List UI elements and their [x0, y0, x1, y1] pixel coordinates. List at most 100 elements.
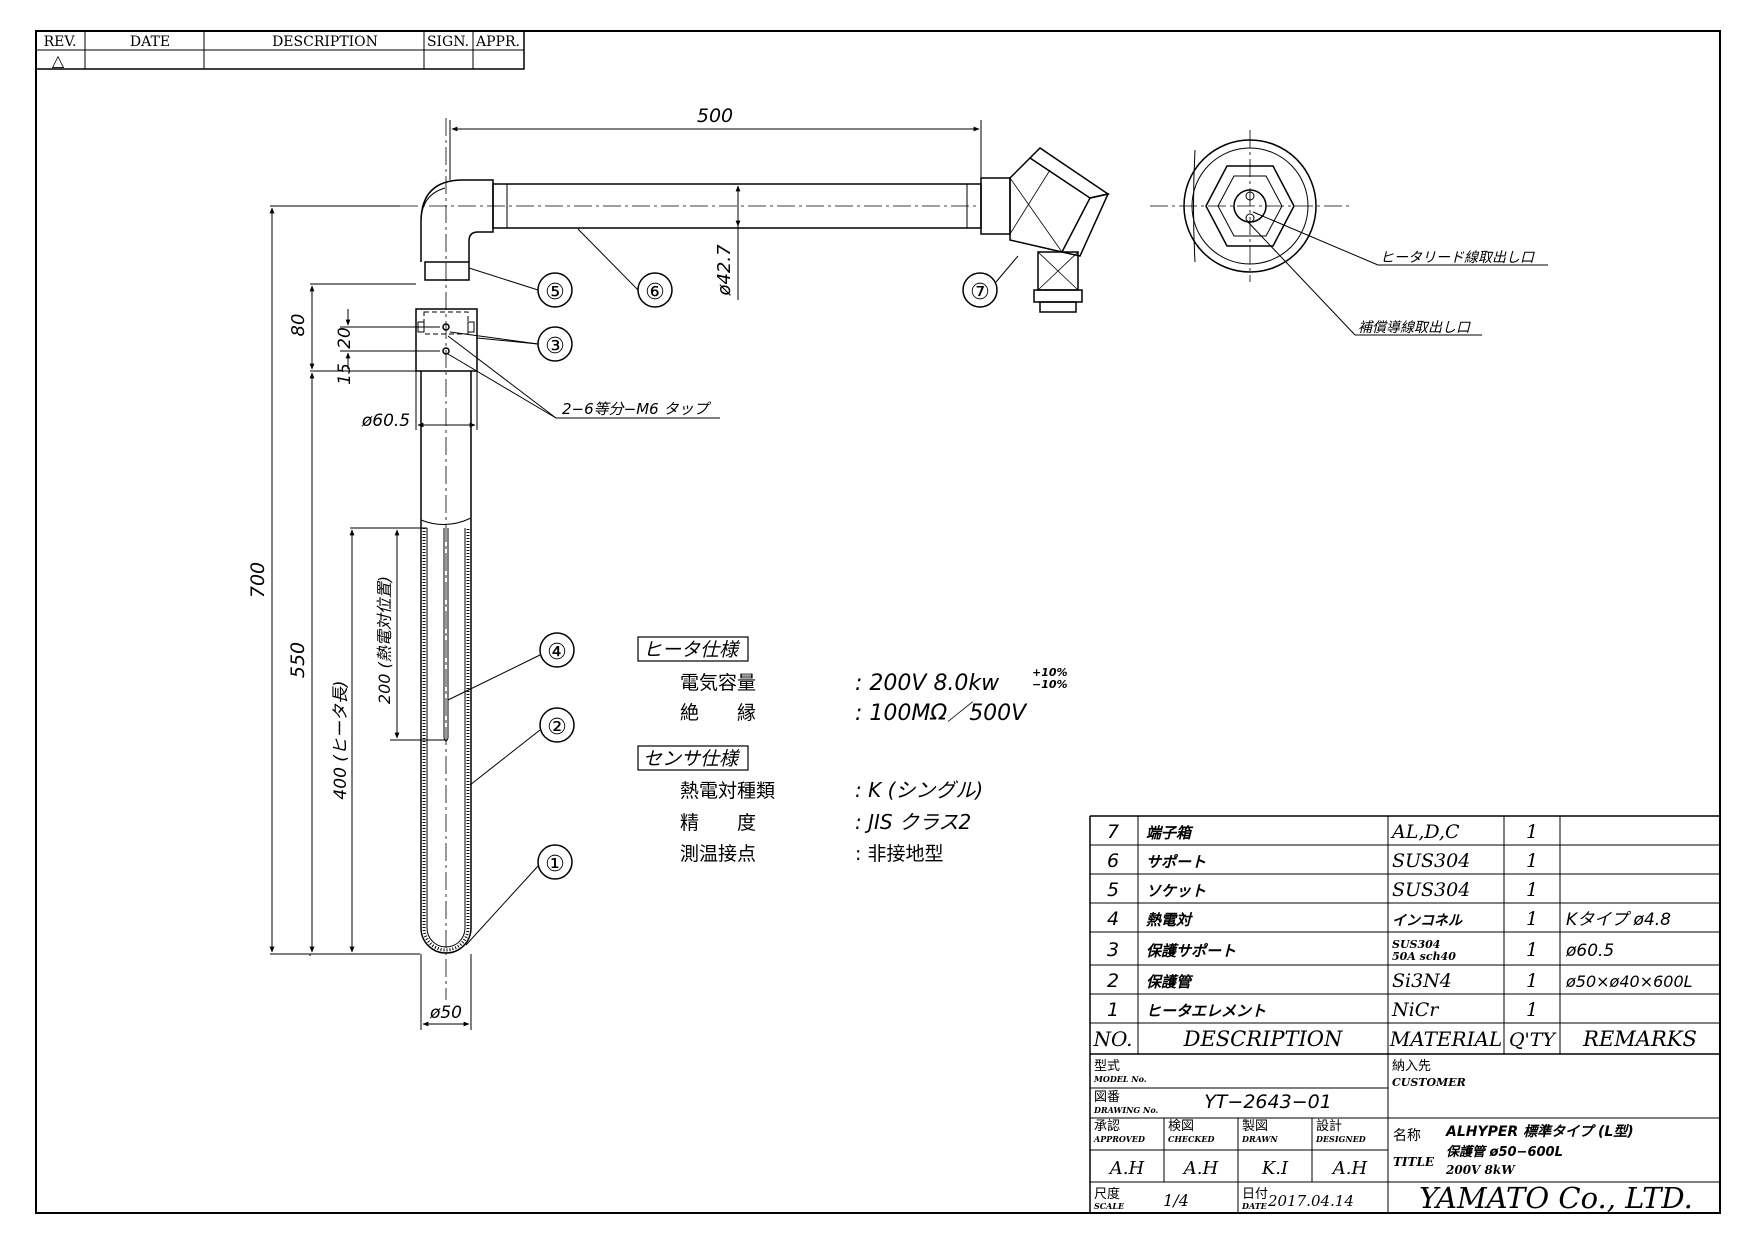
table-row: 4 熱電対 インコネル 1 Kタイプ ø4.8: [1107, 908, 1671, 930]
svg-text:インコネル: インコネル: [1392, 913, 1463, 929]
svg-text:1: 1: [1526, 970, 1538, 992]
checked-value: A.H: [1182, 1158, 1219, 1179]
dim-700: 700: [247, 562, 269, 598]
designed-label-jp: 設計: [1316, 1118, 1342, 1134]
svg-text:熱電対: 熱電対: [1145, 911, 1194, 929]
heater-spec: ヒータ仕様 電気容量 : 200V 8.0kw +10% −10% 絶 縁 : …: [637, 636, 1068, 726]
svg-text:5: 5: [1107, 879, 1119, 901]
parts-rows: 7 端子箱 AL,D,C 1 6 サポート SUS304 1 5 ソケット SU…: [1092, 821, 1696, 1051]
svg-text:NiCr: NiCr: [1391, 999, 1440, 1021]
svg-text:Kタイプ ø4.8: Kタイプ ø4.8: [1566, 910, 1671, 930]
drawing-number: YT−2643−01: [1204, 1091, 1332, 1113]
table-row: 5 ソケット SUS304 1: [1107, 879, 1538, 901]
svg-text:保護サポート: 保護サポート: [1146, 942, 1236, 960]
dimension-lines: [269, 120, 982, 1030]
tc-type-label: 熱電対種類: [680, 780, 775, 802]
socket: [424, 261, 470, 281]
drawn-value: K.I: [1261, 1158, 1289, 1179]
table-row: 3 保護サポート SUS304 50A sch40 1 ø60.5: [1107, 938, 1614, 963]
scale-value: 1/4: [1163, 1191, 1189, 1210]
callout-5: ⑤: [537, 272, 573, 308]
svg-text:1: 1: [1526, 879, 1538, 901]
dim-15: 15: [335, 363, 355, 385]
name-label-jp: 名称: [1393, 1128, 1421, 1144]
svg-text:端子箱: 端子箱: [1146, 824, 1194, 842]
scale-label-jp: 尺度: [1094, 1186, 1120, 1202]
checked-label-en: CHECKED: [1168, 1134, 1214, 1144]
dimension-texts: 500 ø42.7 700 80 20 15 ø60.5 550 400 (ヒー…: [247, 105, 735, 1023]
approved-label-en: APPROVED: [1093, 1134, 1145, 1144]
svg-text:③: ③: [545, 334, 565, 359]
dim-tube-outer-diameter: ø50: [429, 1003, 462, 1023]
svg-text:ø50×ø40×600L: ø50×ø40×600L: [1565, 972, 1693, 991]
sign-header: SIGN.: [427, 34, 469, 50]
callout-3: ③: [537, 326, 573, 362]
accuracy-label: 精 度: [680, 812, 756, 834]
title-line-1: ALHYPER 標準タイプ (L型): [1445, 1123, 1634, 1140]
comp-lead-outlet-note: 補償導線取出し口: [1358, 320, 1471, 336]
date-label-en: DATE: [1241, 1201, 1268, 1211]
drawing-label-en: DRAWING No.: [1093, 1105, 1159, 1115]
callout-2: ②: [539, 707, 575, 743]
svg-text:SUS304: SUS304: [1392, 938, 1440, 951]
drawing-frame: [35, 30, 1721, 1214]
svg-text:1: 1: [1526, 999, 1538, 1021]
svg-text:Q'TY: Q'TY: [1509, 1029, 1557, 1051]
table-row: 7 端子箱 AL,D,C 1: [1107, 821, 1538, 843]
svg-text:⑦: ⑦: [970, 280, 990, 305]
terminal-box: [980, 177, 1011, 235]
svg-text:SUS304: SUS304: [1392, 850, 1470, 872]
accuracy-value: : JIS クラス2: [855, 810, 971, 834]
scale-label-en: SCALE: [1094, 1201, 1125, 1211]
callout-numbers: ⑤ ⑥ ⑦ ③ ④ ② ①: [537, 272, 998, 880]
svg-text:50A sch40: 50A sch40: [1392, 950, 1456, 963]
junction-value: : 非接地型: [855, 843, 943, 865]
tap-note: 2−6等分−M6 タップ: [562, 400, 711, 418]
svg-text:1: 1: [1526, 850, 1538, 872]
callout-4: ④: [539, 632, 575, 668]
svg-text:ソケット: ソケット: [1146, 882, 1206, 900]
svg-text:MATERIAL: MATERIAL: [1389, 1027, 1502, 1051]
parts-list: [1089, 815, 1720, 1213]
svg-text:NO.: NO.: [1092, 1027, 1132, 1051]
heater-lead-outlet-note: ヒータリード線取出し口: [1380, 250, 1535, 266]
rev-triangle-symbol: △: [52, 51, 65, 70]
table-row: 6 サポート SUS304 1: [1107, 850, 1538, 872]
capacity-label: 電気容量: [680, 672, 756, 694]
svg-text:④: ④: [547, 640, 567, 665]
dim-80: 80: [288, 314, 309, 337]
date-value: 2017.04.14: [1267, 1192, 1354, 1210]
sensor-spec: センサ仕様 熱電対種類 : K (シングル) 精 度 : JIS クラス2 測温…: [637, 745, 983, 865]
drawing-label-jp: 図番: [1094, 1090, 1120, 1105]
dim-400: 400 (ヒータ長): [331, 680, 351, 799]
drawn-label-jp: 製図: [1242, 1119, 1268, 1134]
tolerance-minus: −10%: [1032, 678, 1068, 691]
description-header: DESCRIPTION: [272, 34, 378, 50]
elbow: [420, 179, 494, 262]
approved-value: A.H: [1108, 1158, 1145, 1179]
side-view: [1150, 130, 1350, 282]
dim-support-diameter: ø60.5: [361, 411, 410, 431]
svg-text:AL,D,C: AL,D,C: [1390, 821, 1460, 843]
callout-6: ⑥: [637, 272, 673, 308]
callout-1: ①: [537, 844, 573, 880]
insulation-value: : 100MΩ／500V: [855, 701, 1028, 726]
capacity-value: : 200V 8.0kw: [855, 671, 1000, 696]
svg-text:3: 3: [1107, 939, 1119, 961]
model-label-en: MODEL No.: [1093, 1074, 1147, 1084]
insulation-label: 絶 縁: [680, 702, 756, 724]
svg-text:2: 2: [1107, 970, 1119, 992]
drawn-label-en: DRAWN: [1241, 1134, 1278, 1144]
protection-support: [415, 308, 478, 372]
rev-header: REV.: [44, 34, 77, 50]
svg-text:REMARKS: REMARKS: [1582, 1027, 1697, 1051]
tc-type-value: : K (シングル): [855, 778, 983, 802]
svg-text:7: 7: [1107, 821, 1119, 843]
title-label-en: TITLE: [1393, 1155, 1435, 1169]
svg-text:1: 1: [1526, 821, 1538, 843]
date-label-jp: 日付: [1242, 1187, 1268, 1202]
tolerance-plus: +10%: [1032, 666, 1068, 679]
approved-label-jp: 承認: [1094, 1118, 1120, 1134]
customer-label-en: CUSTOMER: [1392, 1076, 1466, 1089]
svg-text:⑤: ⑤: [545, 280, 565, 305]
